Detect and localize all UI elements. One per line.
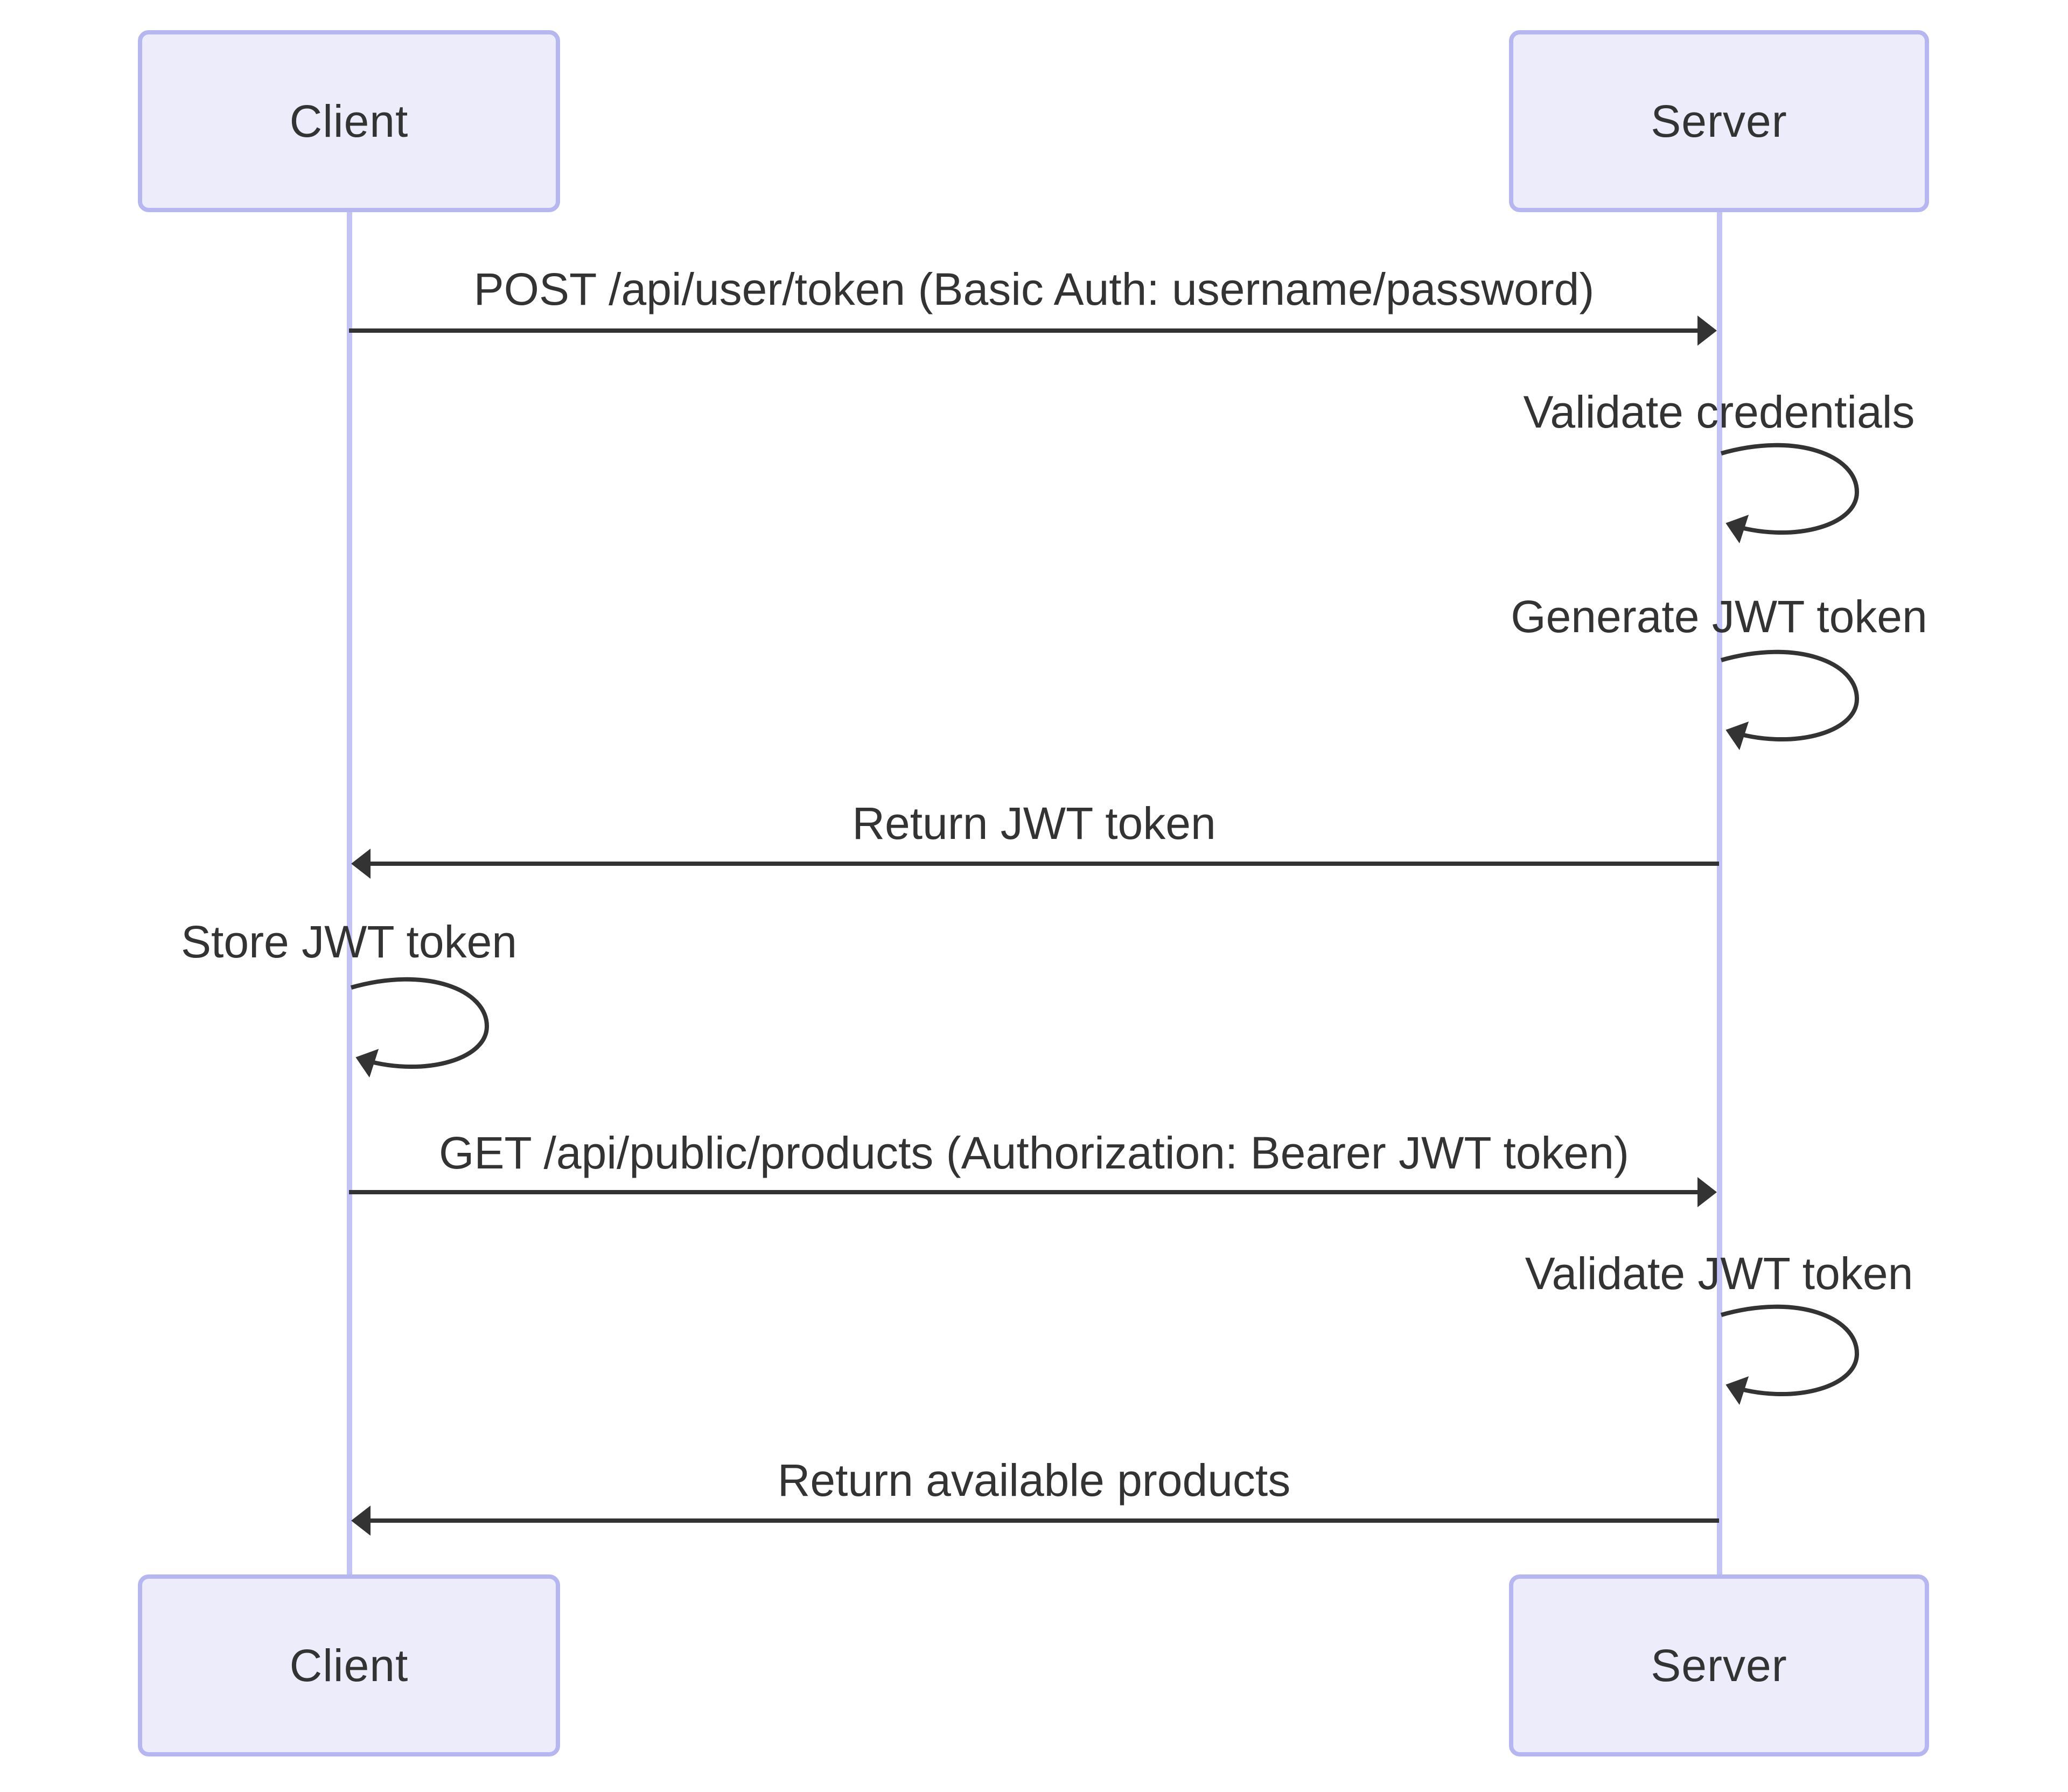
message-label-return-jwt-token: Return JWT token: [852, 798, 1216, 849]
server-lifeline: [1717, 212, 1722, 1574]
message-label-validate-credentials: Validate credentials: [1523, 387, 1915, 437]
message-label-store-jwt-token: Store JWT token: [180, 916, 518, 967]
self-loop-validate-jwt-token: [1720, 1304, 1860, 1405]
message-label-validate-jwt-token: Validate JWT token: [1525, 1248, 1913, 1299]
self-loop-generate-jwt-token: [1720, 649, 1860, 751]
message-label-post-token: POST /api/user/token (Basic Auth: userna…: [473, 264, 1595, 314]
message-label-generate-jwt-token: Generate JWT token: [1511, 591, 1927, 642]
actor-server-top-label: Server: [1651, 95, 1787, 146]
message-label-return-products: Return available products: [777, 1455, 1291, 1506]
self-loop-store-jwt-token: [350, 977, 490, 1078]
message-label-get-products: GET /api/public/products (Authorization:…: [439, 1128, 1629, 1178]
self-loop-validate-credentials: [1720, 443, 1860, 544]
actor-server-bottom-label: Server: [1651, 1640, 1787, 1690]
actor-client-bottom: Client: [138, 1574, 560, 1756]
actor-client-top: Client: [138, 30, 560, 212]
actor-client-top-label: Client: [289, 95, 409, 146]
actor-server-top: Server: [1509, 30, 1929, 212]
actor-server-bottom: Server: [1509, 1574, 1929, 1756]
client-lifeline: [347, 212, 352, 1574]
actor-client-bottom-label: Client: [289, 1640, 409, 1690]
